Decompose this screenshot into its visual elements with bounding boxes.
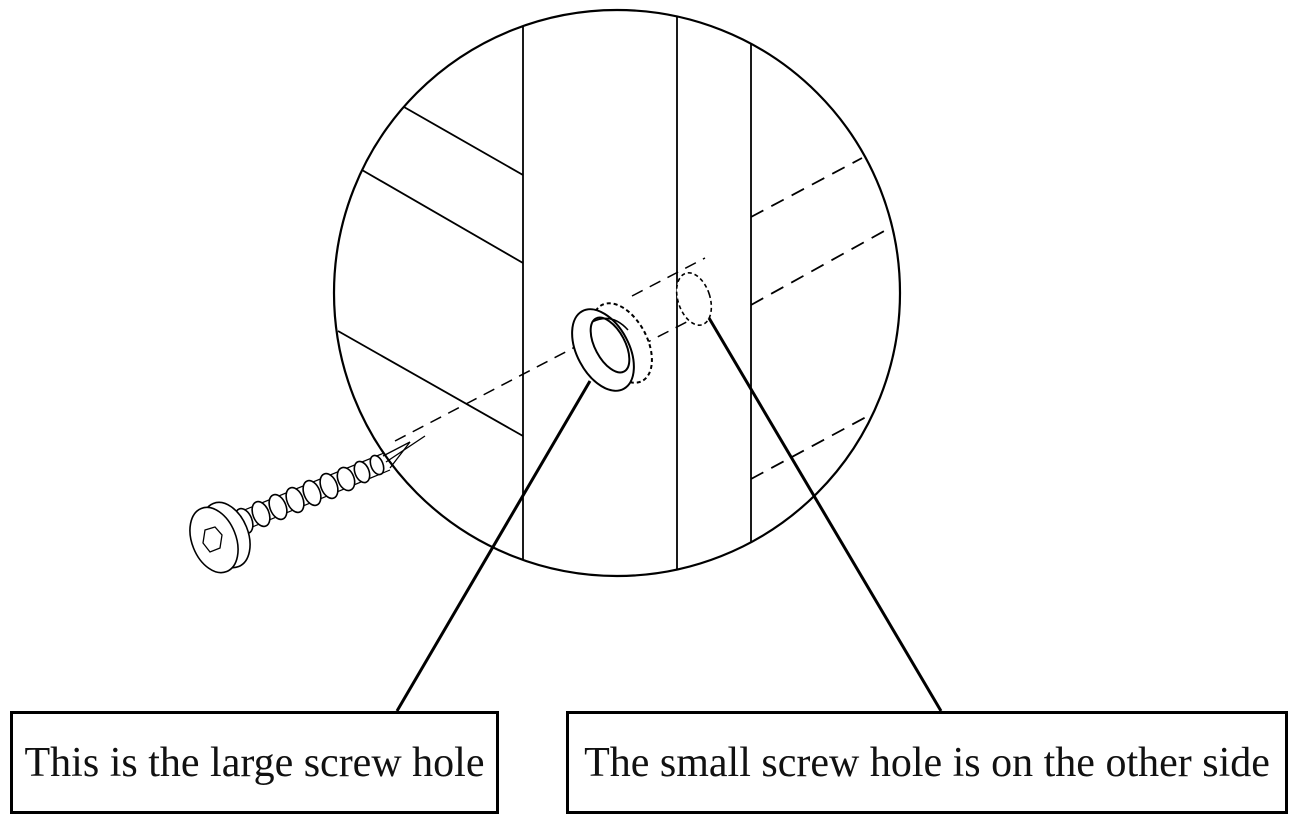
panel-edge-line <box>337 330 524 437</box>
hidden-edge-line <box>750 157 863 218</box>
hidden-edge-line <box>750 415 869 480</box>
large-hole-label: This is the large screw hole <box>10 711 499 814</box>
screw-head <box>189 501 251 574</box>
small-screw-hole <box>675 272 713 326</box>
screw-threads <box>234 452 391 535</box>
small-hole-label-text: The small screw hole is on the other sid… <box>584 739 1270 786</box>
panel-edge-line <box>403 106 524 176</box>
screw-tip <box>382 435 426 469</box>
large-hole-label-text: This is the large screw hole <box>24 739 485 786</box>
leader-line-large <box>395 380 592 712</box>
detail-circle-outline <box>332 8 902 578</box>
magnified-detail <box>337 10 887 576</box>
screw-path <box>394 257 711 442</box>
leader-line-small <box>707 317 943 712</box>
small-hole-label: The small screw hole is on the other sid… <box>566 711 1288 814</box>
panel-edge-line <box>361 169 524 264</box>
hidden-edge-line <box>750 229 887 306</box>
screw <box>189 435 426 574</box>
hex-socket-icon <box>202 526 223 553</box>
large-screw-hole <box>571 302 653 392</box>
